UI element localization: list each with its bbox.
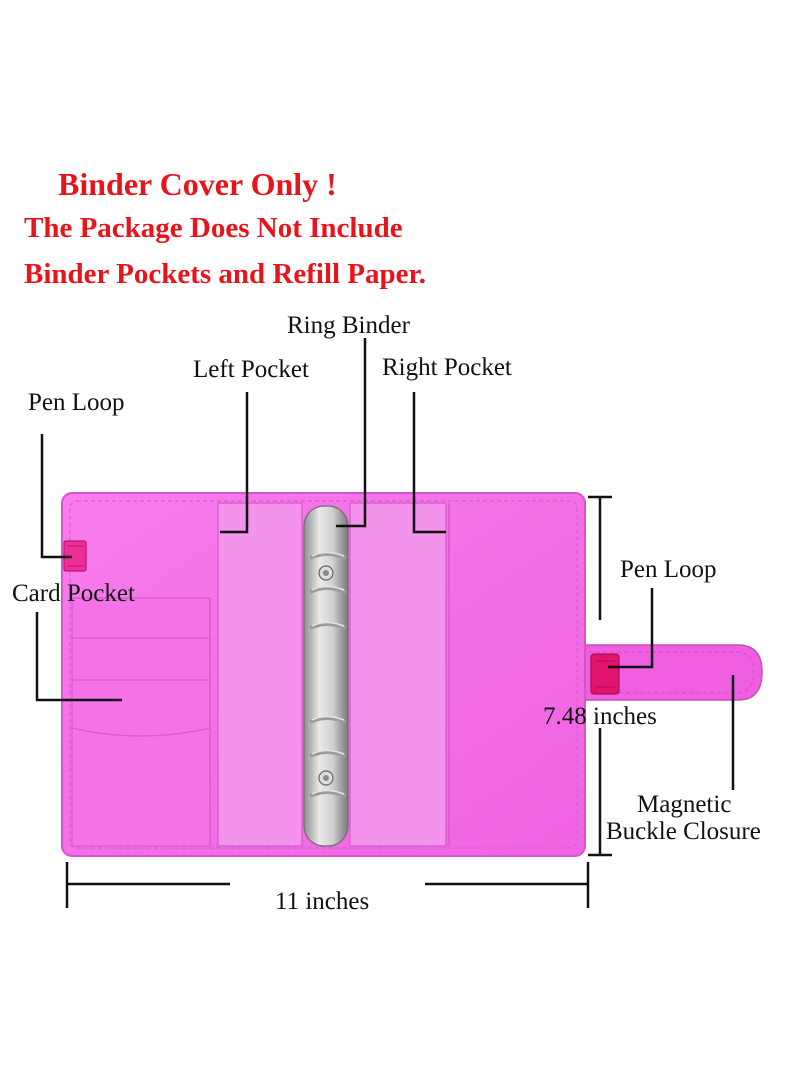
notice-line-1: Binder Cover Only ! xyxy=(58,166,337,202)
label-right-pocket: Right Pocket xyxy=(382,354,512,381)
card-pockets xyxy=(71,597,211,847)
label-width: 11 inches xyxy=(275,888,370,915)
pen-loop-right xyxy=(590,653,620,695)
label-card-pocket: Card Pocket xyxy=(12,580,135,607)
notice-line-3: Binder Pockets and Refill Paper. xyxy=(24,258,426,290)
label-pen-loop-left: Pen Loop xyxy=(28,389,125,416)
label-pen-loop-right: Pen Loop xyxy=(620,556,717,583)
label-closure-line-2: Buckle Closure xyxy=(606,818,761,845)
label-height: 7.48 inches xyxy=(543,703,657,730)
notice-line-2: The Package Does Not Include xyxy=(24,212,403,244)
left-pocket xyxy=(217,502,303,847)
label-ring-binder: Ring Binder xyxy=(287,312,410,339)
right-pocket xyxy=(349,502,447,847)
label-closure-line-1: Magnetic xyxy=(637,791,732,818)
ring-binder xyxy=(303,505,349,847)
label-left-pocket: Left Pocket xyxy=(193,356,309,383)
leader-lines xyxy=(35,338,735,908)
magnetic-strap xyxy=(559,644,763,701)
